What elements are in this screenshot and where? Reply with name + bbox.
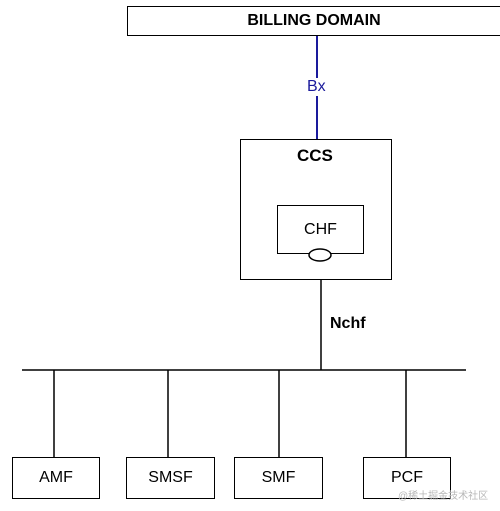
smsf-label: SMSF (148, 469, 193, 486)
billing-domain-label: BILLING DOMAIN (247, 12, 381, 29)
chf-label: CHF (304, 220, 337, 238)
amf-label: AMF (39, 469, 73, 486)
watermark-text: @稀土掘金技术社区 (398, 491, 489, 502)
ccs-label: CCS (297, 146, 333, 165)
amf-box: AMF (12, 457, 100, 499)
chf-box: CHF (277, 205, 364, 254)
smsf-box: SMSF (126, 457, 215, 499)
nchf-label: Nchf (330, 315, 366, 332)
pcf-label: PCF (391, 469, 423, 486)
billing-domain-box: BILLING DOMAIN (127, 6, 500, 36)
pcf-box: PCF (363, 457, 451, 499)
bx-label: Bx (305, 78, 328, 96)
chf-port-ellipse (308, 248, 332, 262)
smf-label: SMF (261, 469, 296, 486)
smf-box: SMF (234, 457, 323, 499)
